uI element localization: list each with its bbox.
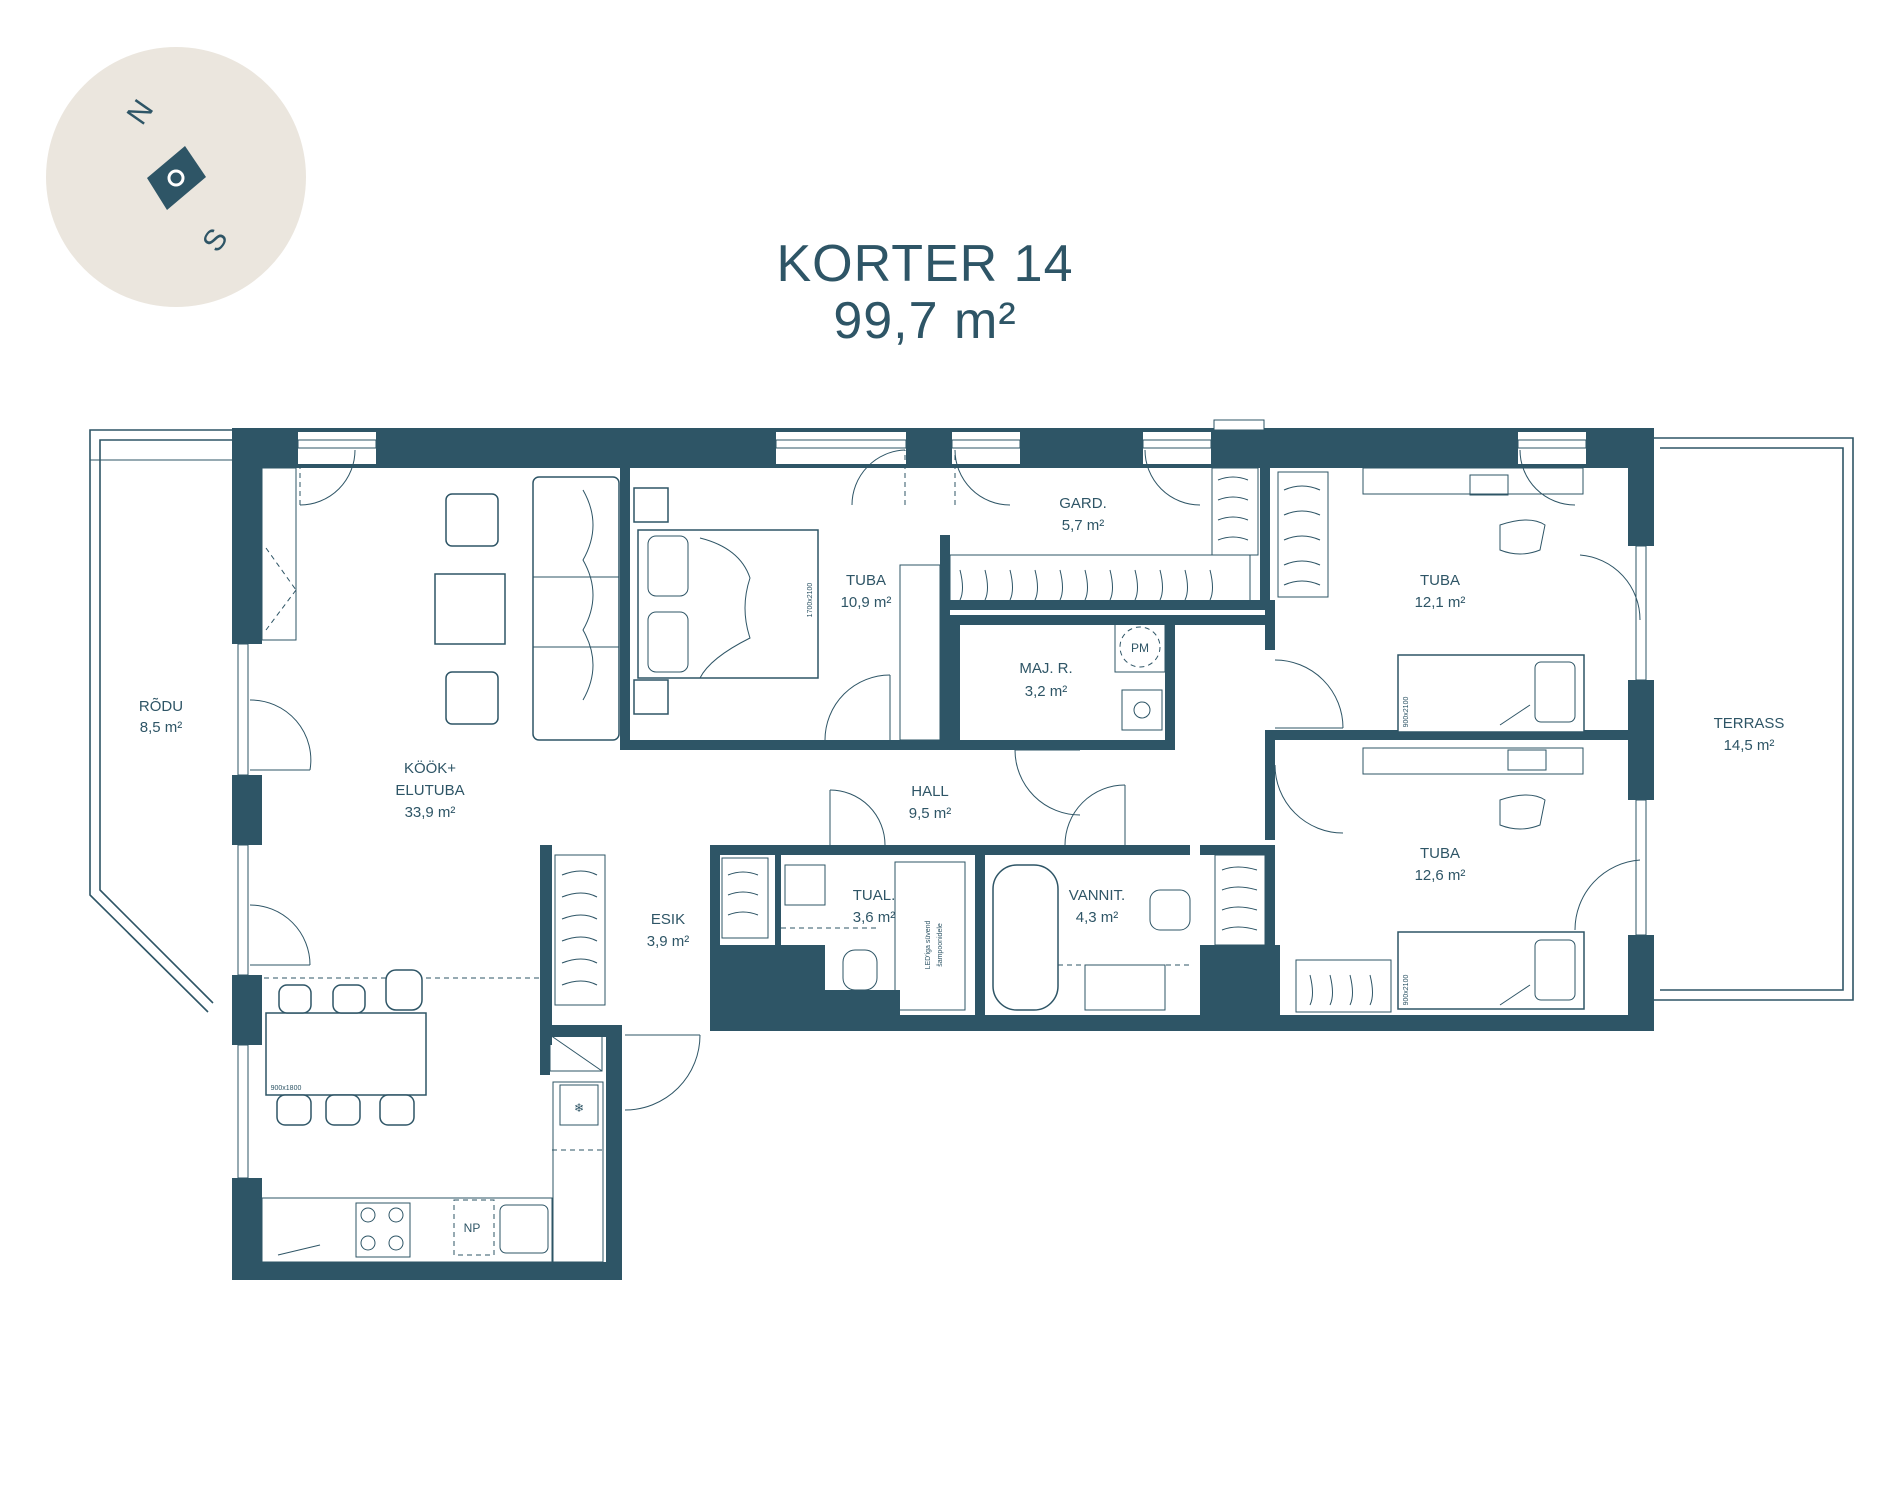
wc-sink-icon	[784, 864, 826, 906]
room-area-kook: 33,9 m²	[405, 804, 456, 821]
sofa-icon	[532, 476, 620, 741]
room-area-tuba1: 10,9 m²	[841, 594, 892, 611]
bath-sink-icon	[1084, 964, 1166, 1011]
compass: N S	[46, 47, 306, 307]
chair-icon	[276, 1094, 312, 1126]
room-area-hall: 9,5 m²	[909, 805, 952, 822]
dishwasher-icon	[453, 1199, 495, 1256]
room-name-elutuba: ELUTUBA	[395, 782, 464, 799]
chair-icon	[379, 1094, 415, 1126]
room-name-rodu: RÕDU	[139, 698, 183, 715]
bed3-size-label: 900x2100	[1403, 975, 1410, 1006]
apartment-area: 99,7 m²	[833, 292, 1016, 350]
dining-table-icon	[265, 1012, 427, 1096]
single-bed-icon	[1397, 931, 1585, 1010]
doors	[249, 449, 1641, 1111]
room-area-tuba3: 12,6 m²	[1415, 867, 1466, 884]
room-name-kook: KÖÖK+	[404, 759, 456, 777]
coffee-table-icon	[434, 573, 506, 645]
room-labels: RÕDU 8,5 m² KÖÖK+ ELUTUBA 33,9 m² TUBA 1…	[139, 495, 1785, 950]
bathroom-fixtures: LED'iga süvend šampoonidele	[721, 857, 1191, 1011]
nightstand-icon	[633, 487, 669, 523]
shower-note-1: LED'iga süvend	[925, 920, 932, 969]
double-bed-icon	[637, 529, 819, 679]
room-area-vannit: 4,3 m²	[1076, 909, 1119, 926]
chair-icon	[278, 984, 312, 1014]
shower-icon	[894, 861, 966, 1011]
toilet-icon	[842, 949, 878, 991]
terrace-outline	[1650, 437, 1854, 1001]
room-name-tuba3: TUBA	[1420, 845, 1460, 862]
water-heater-icon	[1121, 689, 1163, 731]
windows	[237, 439, 1647, 1179]
single-bed-icon	[1397, 654, 1585, 733]
room-name-tuba2: TUBA	[1420, 572, 1460, 589]
bedroom1-furniture: 1700x2100	[633, 487, 941, 741]
room-name-gard: GARD.	[1059, 495, 1107, 512]
bed2-size-label: 900x2100	[1403, 697, 1410, 728]
fridge-icon	[559, 1084, 599, 1126]
armchair-icon	[445, 493, 499, 547]
room-name-majr: MAJ. R.	[1019, 660, 1072, 677]
bedroom3-furniture: 900x2100	[1214, 747, 1585, 1013]
dishwasher-label: NP	[464, 1221, 481, 1235]
shower-note-2: šampoonidele	[937, 923, 944, 967]
laptop-icon	[1507, 749, 1547, 771]
room-name-vannit: VANNIT.	[1069, 887, 1125, 904]
entry-wardrobe	[549, 854, 606, 1072]
room-name-tuba1: TUBA	[846, 572, 886, 589]
walls	[232, 419, 1654, 1280]
utility-room-items: PM	[1114, 621, 1166, 731]
room-area-terrass: 14,5 m²	[1724, 737, 1775, 754]
room-name-hall: HALL	[911, 783, 949, 800]
compass-needle-icon	[147, 146, 206, 210]
room-area-tual: 3,6 m²	[853, 909, 896, 926]
room-area-rodu: 8,5 m²	[140, 719, 183, 736]
desk-icon	[1362, 467, 1584, 495]
armchair-icon	[445, 671, 499, 725]
chair-icon	[332, 984, 366, 1014]
pm-label: PM	[1131, 641, 1149, 655]
chair-icon	[325, 1094, 361, 1126]
desk-icon	[1362, 747, 1584, 775]
room-area-gard: 5,7 m²	[1062, 517, 1105, 534]
kitchen-counter: ❄ NP	[261, 1081, 604, 1263]
wardrobe-rails	[949, 467, 1329, 604]
room-name-terrass: TERRASS	[1714, 715, 1785, 732]
room-area-majr: 3,2 m²	[1025, 683, 1068, 700]
bathtub-icon	[992, 864, 1059, 1011]
toilet-icon	[1149, 889, 1191, 931]
room-area-esik: 3,9 m²	[647, 933, 690, 950]
compass-center-icon	[167, 169, 185, 187]
table-size-label: 900x1800	[271, 1085, 302, 1092]
svg-text:❄: ❄	[574, 1101, 584, 1115]
laptop-icon	[1469, 474, 1509, 496]
tv-unit-icon	[261, 467, 297, 641]
sink-icon	[499, 1204, 549, 1254]
living-furniture: 900x1800	[261, 467, 620, 1126]
chair-icon	[385, 969, 423, 1011]
bed1-size-label: 1700x2100	[807, 583, 814, 618]
nightstand-icon	[633, 679, 669, 715]
balcony-outline	[89, 429, 234, 1013]
room-name-esik: ESIK	[651, 911, 685, 928]
apartment-title: KORTER 14	[776, 235, 1073, 293]
room-area-tuba2: 12,1 m²	[1415, 594, 1466, 611]
bedroom2-furniture: 900x2100	[1362, 467, 1585, 733]
stove-icon	[360, 1207, 376, 1223]
room-name-tual: TUAL.	[853, 887, 896, 904]
